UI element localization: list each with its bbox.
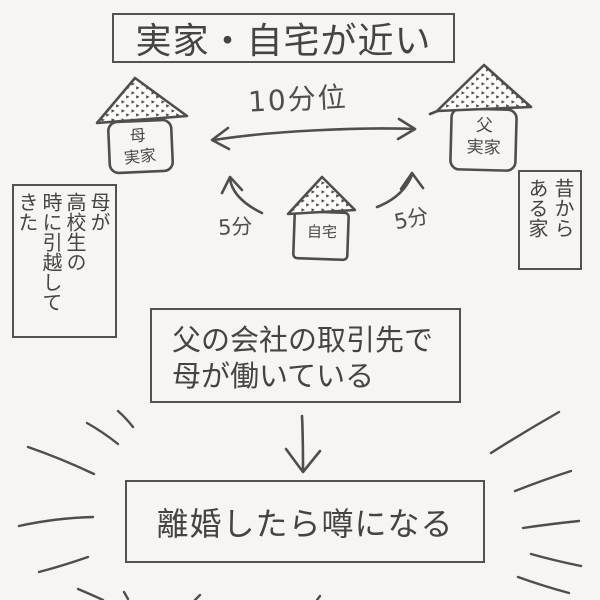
home-house-label: 自宅 — [306, 222, 338, 242]
father-house-label: 父 実家 — [456, 114, 512, 160]
left-note-col3: 時に引越して — [39, 192, 63, 312]
distance-between-homes-label: 10分位 — [247, 80, 349, 119]
emphasis-lines-right — [315, 410, 583, 600]
father-house-label-line2: 実家 — [466, 137, 501, 159]
curved-arrow-left-icon — [220, 175, 264, 215]
right-note-box: 昔から ある家 — [518, 170, 582, 270]
distance-home-to-mother-label: 5分 — [217, 214, 254, 240]
home-house-icon — [286, 175, 357, 262]
left-note-col1: 母が — [87, 192, 111, 232]
emphasis-lines-left — [17, 409, 202, 600]
left-note-box: 母が 高校生の 時に引越して きた — [12, 184, 117, 338]
mother-house-label: 母 実家 — [111, 123, 167, 170]
work-note-line2: 母が働いている — [172, 359, 375, 394]
work-note-box: 父の会社の取引先で 母が働いている — [150, 308, 461, 403]
father-house-icon — [428, 63, 533, 172]
right-note-col2: ある家 — [525, 178, 549, 238]
mother-house-icon — [95, 76, 189, 175]
result-box-text: 離婚したら噂になる — [156, 504, 454, 543]
page-title: 実家・自宅が近い — [112, 13, 455, 63]
left-note-col2: 高校生の — [63, 192, 87, 272]
page-title-text: 実家・自宅が近い — [135, 21, 432, 62]
double-arrow-icon — [210, 117, 417, 151]
right-note-col1: 昔から — [551, 178, 575, 238]
down-arrow-icon — [284, 414, 322, 474]
father-house-label-line1: 父 — [475, 115, 494, 137]
left-note-col4: きた — [15, 192, 39, 232]
curved-arrow-right-icon — [375, 171, 425, 209]
work-note-line1: 父の会社の取引先で — [172, 323, 434, 357]
result-box: 離婚したら噂になる — [125, 480, 485, 563]
